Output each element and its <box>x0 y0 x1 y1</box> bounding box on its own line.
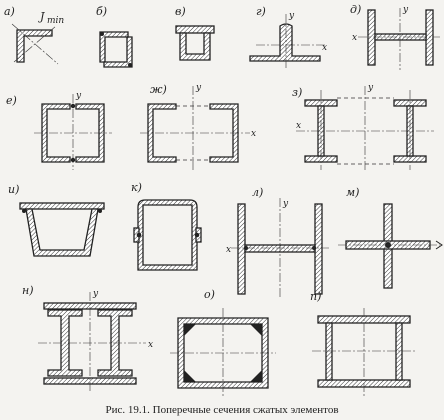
panel-e: е) y <box>6 91 112 170</box>
axis-y-label: y <box>367 83 374 93</box>
axis-y-label: y <box>195 83 202 93</box>
axis-y-label: y <box>92 289 99 299</box>
panel-n: н) y x <box>22 284 153 392</box>
panel-label: к) <box>131 181 142 194</box>
panel-zh: ж) y x <box>140 83 256 170</box>
side-plate <box>325 322 333 381</box>
axis-line <box>13 25 57 63</box>
side-plate <box>395 322 403 381</box>
panel-label: е) <box>6 94 17 107</box>
rivet <box>194 232 200 238</box>
box-section <box>137 199 198 271</box>
angle-section <box>16 29 53 63</box>
jmin-subscript: min <box>47 16 64 26</box>
axis-x-label: x <box>251 129 256 139</box>
angle-section <box>103 36 133 68</box>
panel-label: б) <box>96 5 107 18</box>
panel-a: а) J min <box>4 5 64 65</box>
corner-weld <box>250 370 262 382</box>
panel-label: д) <box>350 3 361 16</box>
channel-section <box>75 103 105 163</box>
panel-b: б) <box>96 5 133 68</box>
axis-x-label: x <box>352 33 357 43</box>
weld-dot <box>100 32 104 36</box>
panel-v: в) <box>175 5 215 61</box>
panel-z: з) y x <box>292 83 434 172</box>
axis-y-label: y <box>288 11 295 21</box>
channel-section <box>209 103 239 163</box>
panel-label: ж) <box>150 83 167 96</box>
flange <box>425 9 434 66</box>
top-plate <box>175 25 215 34</box>
corner-weld <box>250 324 262 336</box>
corner-weld <box>184 370 196 382</box>
axis-y-label: y <box>402 5 409 15</box>
panel-o: о) <box>170 288 276 396</box>
panel-label: в) <box>175 5 186 18</box>
channel-section <box>179 32 211 61</box>
panel-l: л) y x <box>226 186 329 298</box>
panel-k: к) <box>131 181 202 271</box>
arrow-icon <box>435 240 443 250</box>
flange <box>314 203 323 295</box>
panel-label: и) <box>8 183 19 196</box>
jmin-label: J <box>38 10 45 23</box>
top-plate <box>19 202 105 210</box>
panel-label: г) <box>256 5 266 18</box>
panel-label: н) <box>22 284 34 297</box>
panel-i: и) <box>8 183 105 257</box>
channel-section <box>41 103 71 163</box>
axis-x-label: x <box>148 340 153 350</box>
panel-label: л) <box>252 186 263 199</box>
weld-dot <box>98 209 102 213</box>
trough-section <box>25 208 99 257</box>
panel-label: а) <box>4 5 15 18</box>
panel-d: д) y x <box>350 3 440 70</box>
axis-x-label: x <box>296 121 301 131</box>
panel-label: з) <box>292 86 302 99</box>
panel-p: п) <box>310 290 416 396</box>
panel-label: п) <box>310 290 321 303</box>
flange <box>237 203 246 295</box>
panel-g: г) y x <box>249 5 327 68</box>
flange <box>367 9 376 66</box>
axis-x-label: x <box>322 43 327 53</box>
weld-dot <box>22 209 26 213</box>
rivet <box>136 232 142 238</box>
panel-m: м) <box>338 186 443 289</box>
panel-label: м) <box>346 186 359 199</box>
axis-y-label: y <box>282 199 289 209</box>
panel-label: о) <box>204 288 215 301</box>
figure-caption: Рис. 19.1. Поперечные сечения сжатых эле… <box>105 404 338 416</box>
corner-weld <box>184 324 196 336</box>
axis-y-label: y <box>75 91 82 101</box>
axis-x-label: x <box>226 245 231 255</box>
tee-section <box>249 23 321 62</box>
angle-section <box>99 31 129 63</box>
weld-dot <box>128 63 132 67</box>
